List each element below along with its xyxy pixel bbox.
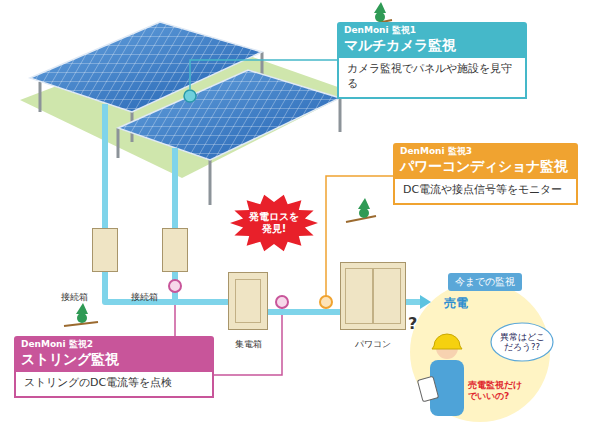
- bubble-text: 異常はどこだろう??: [498, 332, 546, 352]
- callout-title: パワーコンディショナ監視: [400, 157, 571, 175]
- leg: [117, 128, 120, 158]
- callout-node: DenMoni 監視3パワーコンディショナ監視DC電流や接点信号等をモニター: [393, 143, 578, 205]
- connector: [105, 272, 228, 302]
- box-label: 接続箱: [61, 291, 88, 304]
- witch: [346, 198, 376, 222]
- connector: [268, 312, 340, 313]
- connector: [175, 272, 228, 302]
- box-node: 接続箱: [162, 228, 188, 272]
- callout-body: DC電流や接点信号等をモニター: [393, 179, 578, 205]
- callout-title: ストリング監視: [21, 350, 207, 368]
- callout-header: DenMoni 監視2ストリング監視: [14, 336, 214, 372]
- witch-hat: [358, 198, 370, 209]
- callout-node: DenMoni 監視1マルチカメラ監視カメラ監視でパネルや施設を見守る: [337, 22, 527, 99]
- door: [372, 268, 401, 324]
- callout-body: ストリングのDC電流等を点検: [14, 372, 214, 398]
- door-line: [235, 279, 261, 323]
- burst-star: [230, 195, 318, 252]
- callout-header: DenMoni 監視1マルチカメラ監視: [337, 22, 527, 58]
- cable: [102, 104, 108, 228]
- monitor-point: [169, 280, 181, 292]
- panel-grid: [118, 70, 340, 160]
- connector: [406, 295, 431, 309]
- leg: [339, 98, 342, 132]
- callout-node: DenMoni 監視2ストリング監視ストリングのDC電流等を点検: [14, 336, 214, 398]
- witch-body: [359, 208, 369, 218]
- burst-node: 発電ロスを発見!: [230, 194, 318, 252]
- camera: [184, 90, 196, 102]
- callout-body: カメラ監視でパネルや施設を見守る: [337, 58, 527, 99]
- cabinet-node: 集電箱: [228, 272, 268, 330]
- arrow-head: [420, 295, 431, 309]
- ellipse-node: 異常はどこだろう??: [490, 322, 554, 362]
- cable-line: [406, 299, 422, 305]
- witch-hat: [76, 303, 88, 314]
- box-node: 接続箱: [92, 228, 118, 272]
- cable-line: [105, 272, 228, 302]
- door: [345, 268, 374, 324]
- callout-tag: DenMoni 監視2: [21, 339, 207, 350]
- cable-line: [175, 272, 228, 302]
- witch-body: [375, 12, 385, 22]
- cable-line: [268, 309, 340, 315]
- witch-body: [77, 313, 87, 323]
- witch-hat: [374, 2, 386, 13]
- callout-header: DenMoni 監視3パワーコンディショナ監視: [393, 143, 578, 179]
- bubble-ground: [410, 282, 550, 422]
- monitor-point: [276, 296, 288, 308]
- tab-label: 今までの監視: [448, 273, 522, 291]
- bubble-outline: [491, 323, 553, 361]
- sell-label: 売電: [444, 295, 468, 312]
- leader-line: [190, 60, 337, 90]
- burst-text: 発電ロスを発見!: [248, 211, 300, 235]
- helmet: [432, 334, 462, 349]
- note-label: 売電監視だけでいいの?: [468, 380, 526, 403]
- solar-panel: [118, 70, 340, 160]
- leg: [39, 82, 42, 112]
- cable: [172, 148, 178, 228]
- callout-tag: DenMoni 監視3: [400, 146, 571, 157]
- leg: [209, 160, 212, 205]
- callout-title: マルチカメラ監視: [344, 36, 520, 54]
- callout-tag: DenMoni 監視1: [344, 25, 520, 36]
- pcs-node: パワコン: [340, 262, 406, 330]
- worker: [417, 334, 464, 416]
- witch: [64, 303, 98, 326]
- box-label: 集電箱: [229, 338, 267, 351]
- box-label: パワコン: [341, 338, 405, 351]
- tablet: [417, 376, 438, 401]
- note-label: ?: [408, 314, 417, 333]
- box-label: 接続箱: [131, 291, 158, 304]
- monitor-point: [320, 296, 332, 308]
